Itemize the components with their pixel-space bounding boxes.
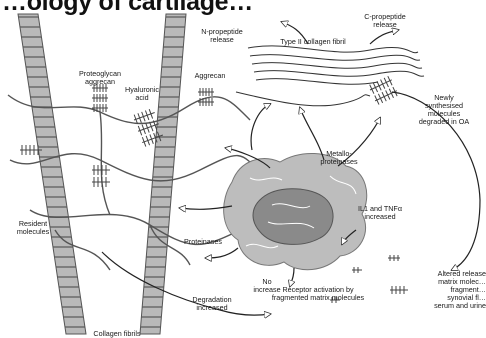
label-aggrecan: Aggrecan <box>192 72 228 80</box>
label-resident-molecules: Resident molecules <box>6 220 60 236</box>
label-c-propeptide-release: C-propeptide release <box>358 13 412 29</box>
label-newly-synthesised: Newly synthesised molecules degraded in … <box>414 94 474 126</box>
chondrocyte-cell <box>224 153 367 269</box>
collagen-fibril-column-left <box>18 14 86 334</box>
label-degradation-increased: Degradation increased <box>182 296 242 312</box>
label-type-ii-collagen-fibril: Type II collagen fibril <box>268 38 358 46</box>
label-receptor-activation: Receptor activation by fragmented matrix… <box>266 286 370 302</box>
label-proteoglycan-aggrecan: Proteoglycan aggrecan <box>70 70 130 86</box>
type-ii-collagen-fibril <box>236 46 424 106</box>
title-fragment: …ology of cartilage… <box>2 0 253 17</box>
label-il1-tnfa: IL1 and TNFα increased <box>352 205 408 221</box>
collagen-fibril-column-right <box>140 14 186 334</box>
label-metalloproteinases: Metallo- proteinases <box>312 150 366 166</box>
label-altered-release: Altered release matrix molec… fragment… … <box>420 270 486 310</box>
label-n-propeptide-release: N-propeptide release <box>196 28 248 44</box>
label-hyaluronic-acid: Hyaluronic acid <box>120 86 164 102</box>
label-proteinases: Proteinases <box>180 238 226 246</box>
label-collagen-fibrils: Collagen fibrils <box>80 330 154 338</box>
